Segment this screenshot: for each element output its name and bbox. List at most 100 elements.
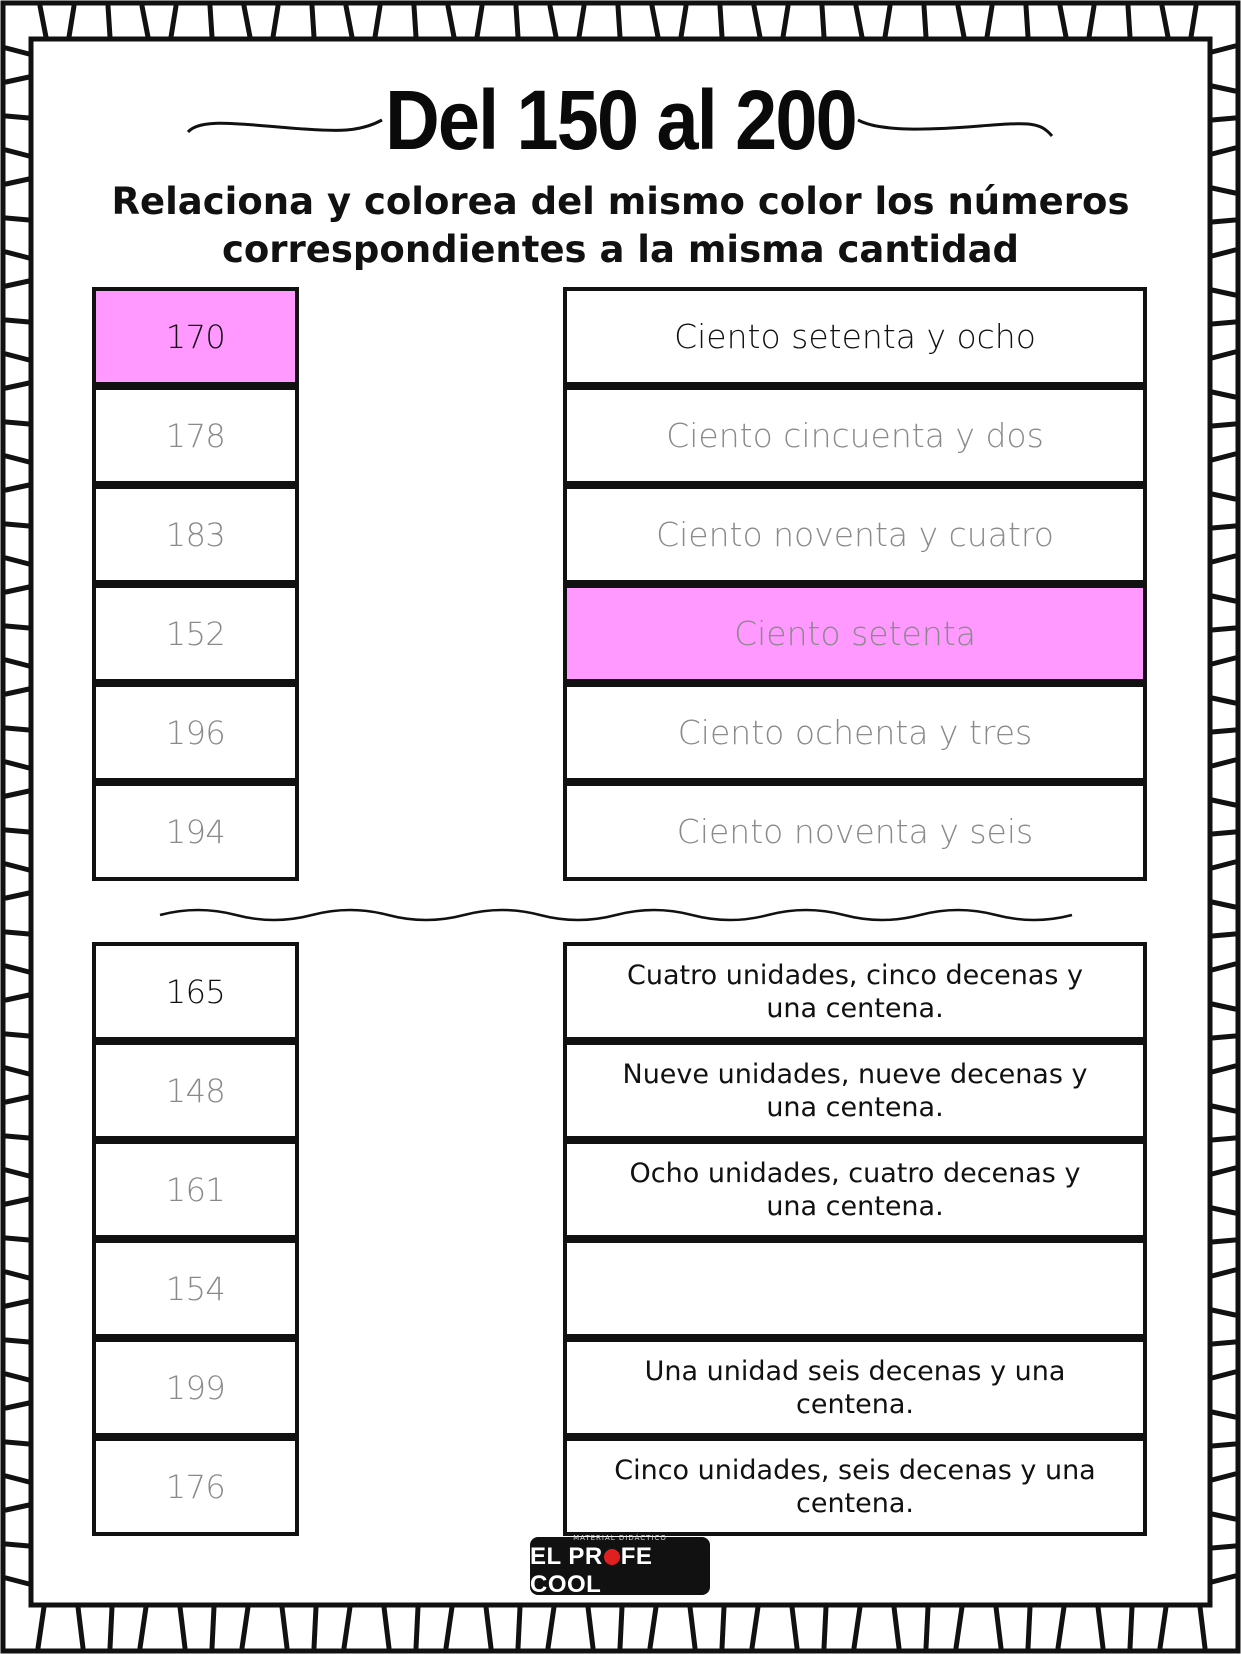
word-cell[interactable]: Ciento ochenta y tres <box>563 683 1147 782</box>
border-tick <box>1023 3 1031 40</box>
border-tick <box>921 3 929 40</box>
number-cell[interactable]: 170 <box>92 287 299 386</box>
border-tick <box>1209 1103 1238 1114</box>
border-tick <box>3 861 32 873</box>
word-cell[interactable]: Ciento noventa y seis <box>563 782 1147 881</box>
border-tick <box>3 759 32 771</box>
border-tick <box>3 1439 32 1447</box>
border-tick <box>1209 961 1238 973</box>
border-tick <box>649 3 661 40</box>
section2-numbers-column: 165 148 161 154 199 176 <box>92 942 299 1539</box>
border-tick <box>955 3 967 40</box>
border-tick <box>207 3 215 40</box>
border-tick <box>3 419 32 427</box>
word-text: Ciento cincuenta y dos <box>666 416 1044 455</box>
border-tick <box>585 1604 596 1651</box>
word-cell[interactable]: Ciento noventa y cuatro <box>563 485 1147 584</box>
border-tick <box>1209 797 1238 808</box>
border-tick <box>75 1604 86 1651</box>
border-tick <box>3 963 32 975</box>
number-cell[interactable]: 165 <box>92 942 299 1041</box>
border-tick <box>1209 1205 1238 1216</box>
border-tick <box>1209 319 1238 327</box>
word-cell[interactable]: Ciento setenta y ocho <box>563 287 1147 386</box>
border-tick <box>239 1604 251 1651</box>
number-cell[interactable]: 178 <box>92 386 299 485</box>
border-tick <box>1209 217 1238 225</box>
border-tick <box>1209 1063 1238 1075</box>
number-cell[interactable]: 152 <box>92 584 299 683</box>
border-tick <box>3 788 32 799</box>
number-cell[interactable]: 194 <box>92 782 299 881</box>
border-tick <box>1055 1604 1067 1651</box>
border-tick <box>891 1604 902 1651</box>
border-tick <box>3 657 32 669</box>
border-tick <box>1086 3 1097 40</box>
border-tick <box>66 3 77 40</box>
border-tick <box>3 1371 32 1383</box>
number-cell[interactable]: 161 <box>92 1140 299 1239</box>
border-tick <box>1209 287 1238 298</box>
border-tick <box>3 827 32 835</box>
border-tick <box>1188 3 1199 40</box>
border-tick <box>1209 727 1238 735</box>
border-tick <box>687 1604 698 1651</box>
page-title: Del 150 al 200 <box>385 73 858 167</box>
border-tick <box>1209 1307 1238 1318</box>
border-tick <box>445 3 457 40</box>
number-cell[interactable]: 154 <box>92 1239 299 1338</box>
number-text: 176 <box>165 1467 226 1506</box>
border-tick <box>617 1604 625 1651</box>
border-tick <box>1209 451 1238 463</box>
description-cell-empty[interactable] <box>563 1239 1147 1338</box>
number-text: 194 <box>165 812 226 851</box>
border-tick <box>3 584 32 595</box>
border-tick <box>1197 1604 1208 1651</box>
border-tick <box>3 1575 32 1587</box>
border-tick <box>1209 1237 1238 1245</box>
border-tick <box>3 890 32 901</box>
section1-words-column: Ciento setenta y ocho Ciento cincuenta y… <box>563 287 1147 884</box>
border-tick <box>3 215 32 223</box>
number-text: 152 <box>165 614 226 653</box>
border-tick <box>1209 349 1238 361</box>
number-cell[interactable]: 183 <box>92 485 299 584</box>
word-cell[interactable]: Ciento setenta <box>563 584 1147 683</box>
border-tick <box>953 1604 965 1651</box>
border-tick <box>3 249 32 261</box>
border-tick <box>615 3 623 40</box>
word-cell[interactable]: Ciento cincuenta y dos <box>563 386 1147 485</box>
number-cell[interactable]: 196 <box>92 683 299 782</box>
number-cell[interactable]: 148 <box>92 1041 299 1140</box>
border-tick <box>749 1604 761 1651</box>
border-tick <box>576 3 587 40</box>
instructions: Relaciona y colorea del mismo color los … <box>60 178 1181 274</box>
border-tick <box>1209 695 1238 706</box>
border-tick <box>1159 3 1171 40</box>
border-tick <box>311 1604 319 1651</box>
border-tick <box>851 1604 863 1651</box>
border-tick <box>3 1065 32 1077</box>
number-text: 183 <box>165 515 226 554</box>
border-tick <box>1209 491 1238 502</box>
border-tick <box>1209 1339 1238 1347</box>
number-cell[interactable]: 176 <box>92 1437 299 1536</box>
number-cell[interactable]: 199 <box>92 1338 299 1437</box>
border-tick <box>647 1604 659 1651</box>
border-tick <box>789 1604 800 1651</box>
border-tick <box>719 1604 727 1651</box>
border-tick <box>3 686 32 697</box>
border-tick <box>1209 655 1238 667</box>
border-tick <box>372 3 383 40</box>
word-text: Ciento noventa y seis <box>676 812 1034 851</box>
border-tick <box>3 147 32 159</box>
